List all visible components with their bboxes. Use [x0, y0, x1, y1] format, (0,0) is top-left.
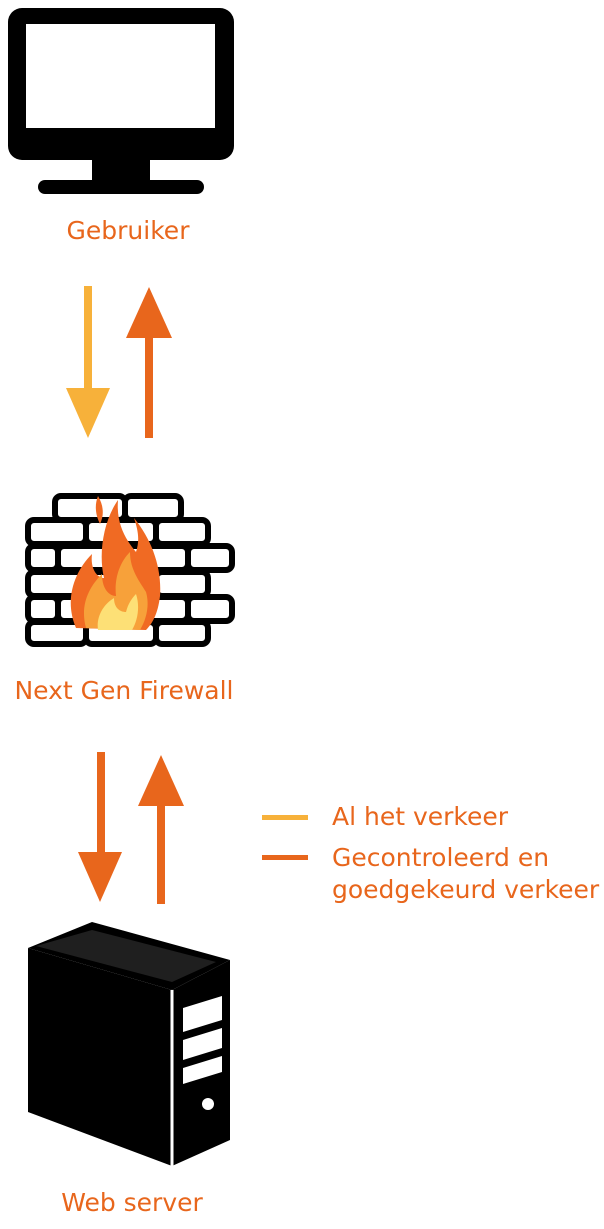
- legend-swatch-all-traffic: [262, 815, 308, 820]
- firewall-label: Next Gen Firewall: [14, 676, 234, 705]
- server-icon: [28, 922, 230, 1166]
- arrow-down-approved-traffic: [78, 752, 122, 902]
- arrow-up-approved-traffic: [126, 287, 172, 438]
- server-label: Web server: [61, 1188, 203, 1217]
- monitor-icon: [8, 8, 234, 194]
- legend-label-all-traffic: Al het verkeer: [332, 802, 509, 831]
- arrow-up-approved-traffic-2: [138, 755, 184, 904]
- legend-label-approved-line2: goedgekeurd verkeer: [332, 875, 600, 904]
- user-label: Gebruiker: [66, 216, 190, 245]
- arrow-down-all-traffic: [66, 286, 110, 438]
- legend-label-approved-line1: Gecontroleerd en: [332, 843, 550, 872]
- flame-icon: [70, 496, 161, 630]
- legend-swatch-approved-traffic: [262, 855, 308, 860]
- legend-label-approved-traffic: Gecontroleerd en goedgekeurd verkeer: [332, 842, 599, 906]
